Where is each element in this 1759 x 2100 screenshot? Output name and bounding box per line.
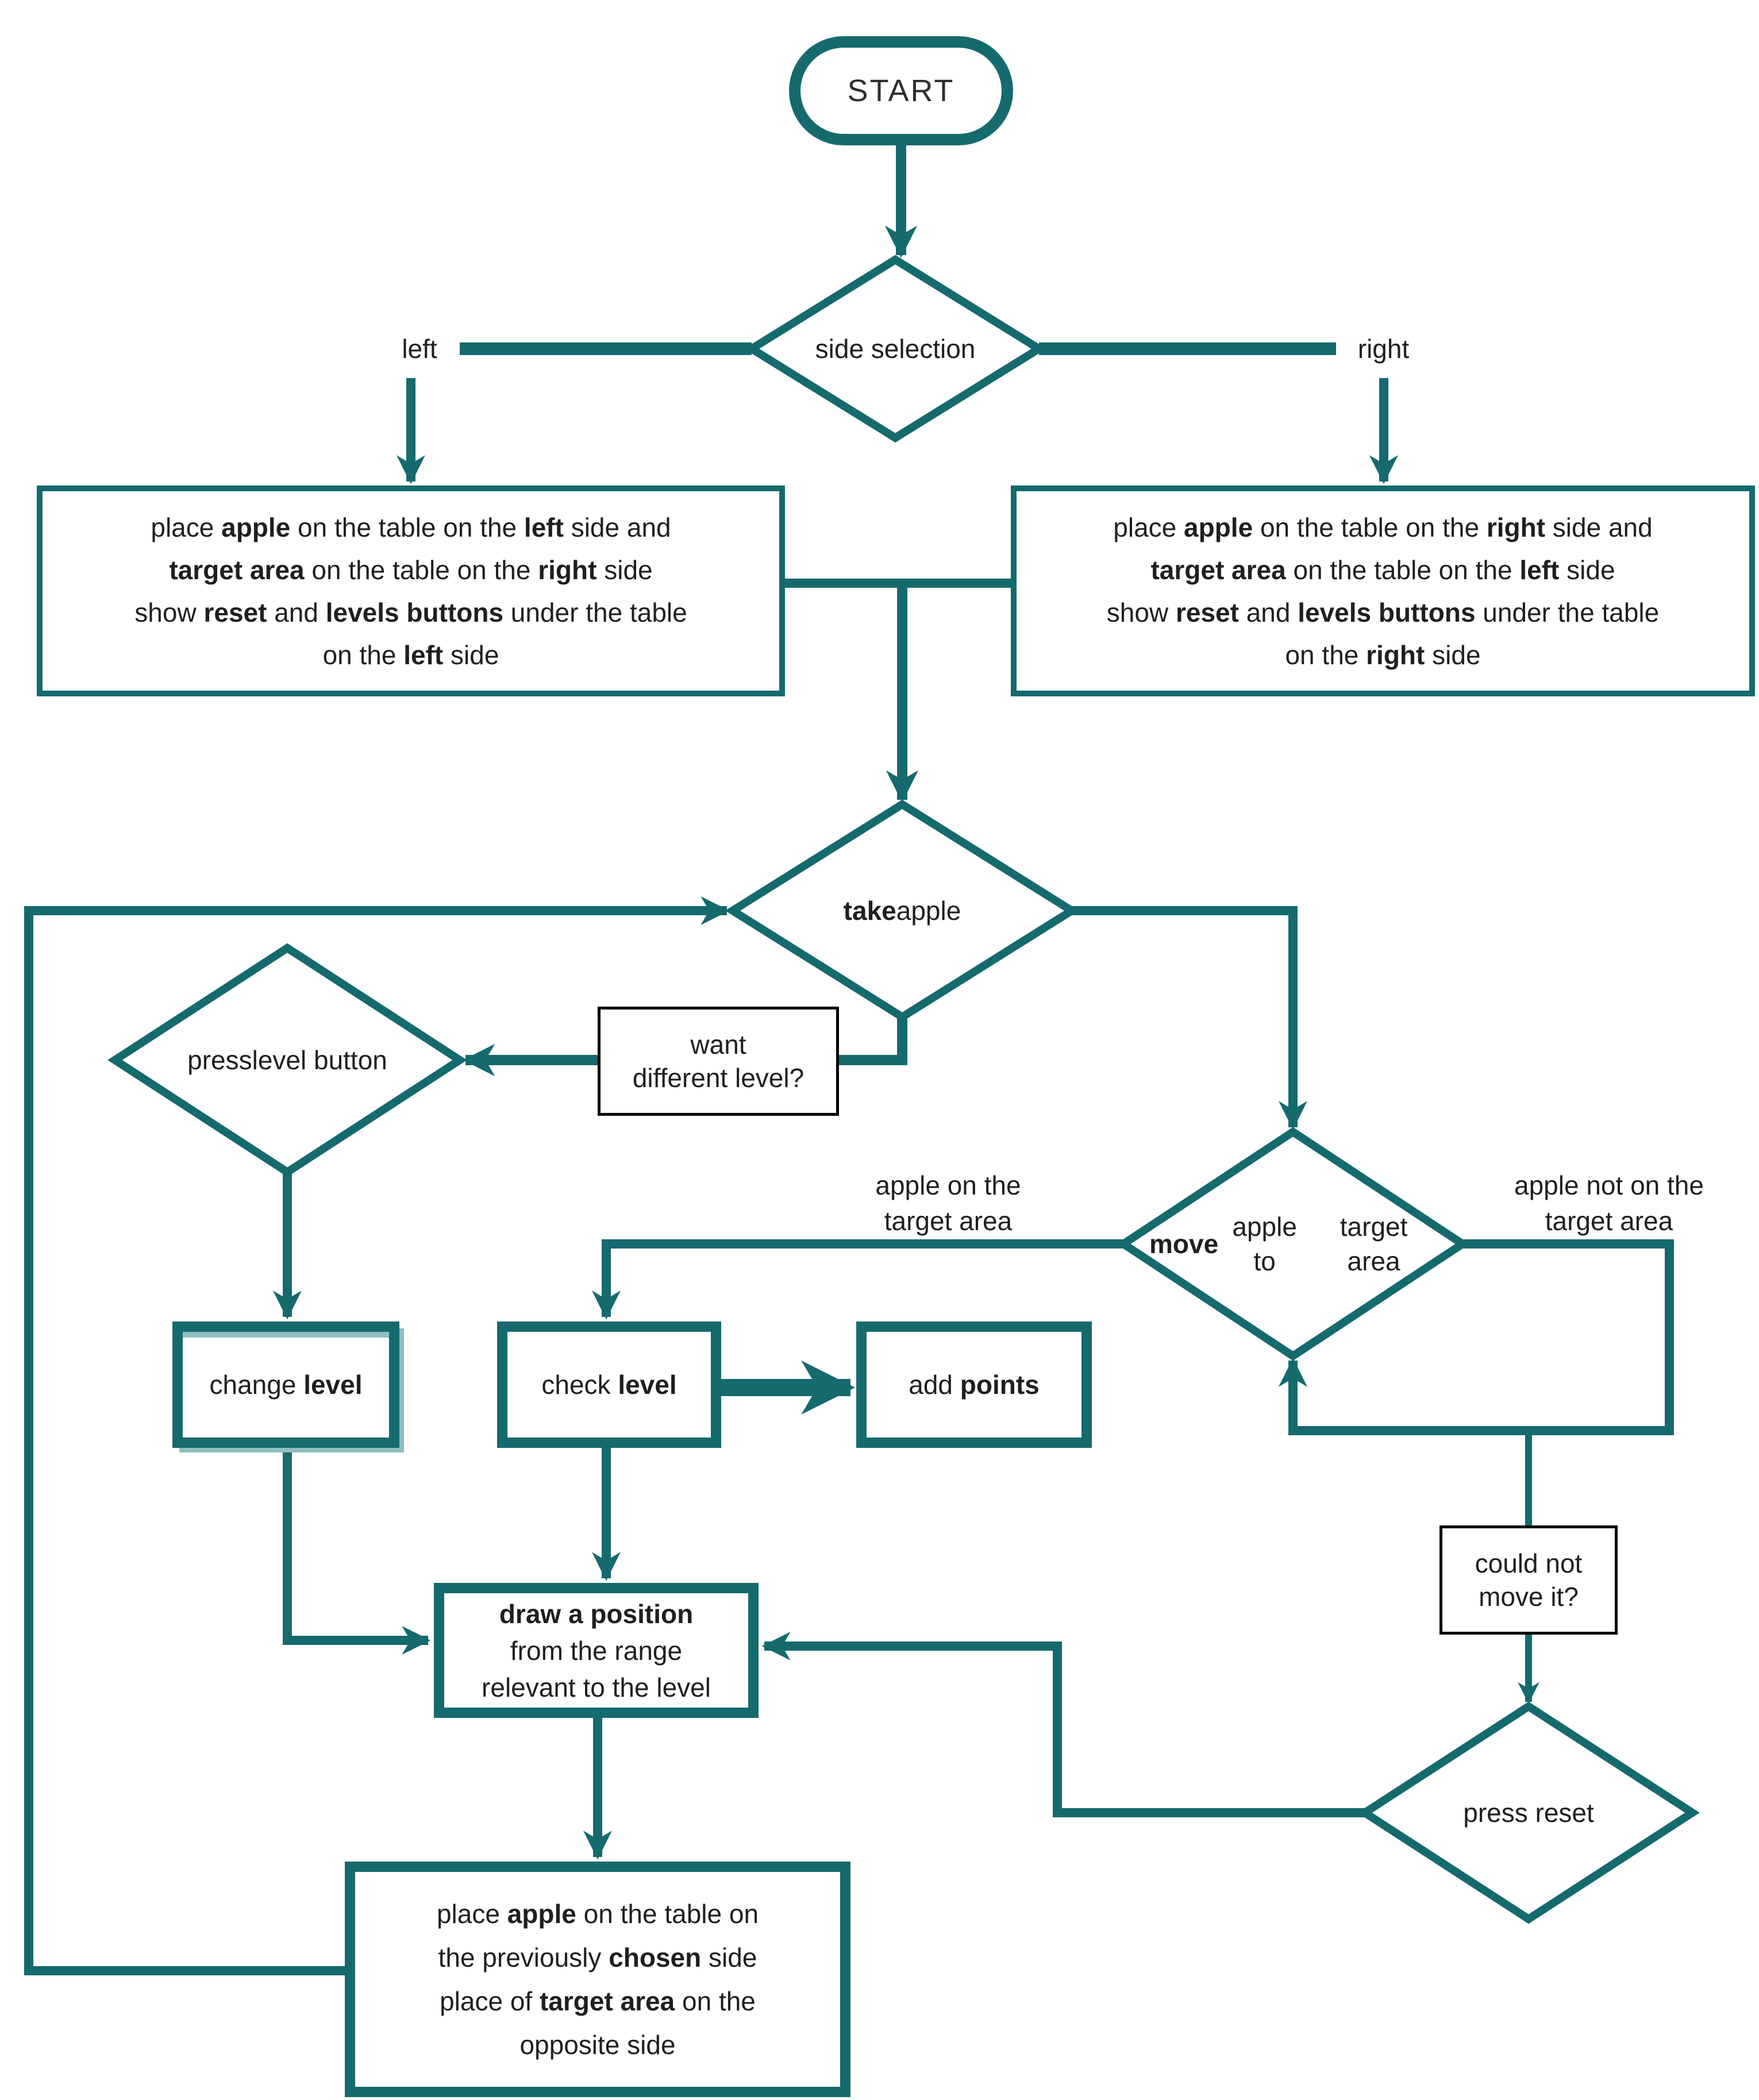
check-level-box: check level xyxy=(497,1321,721,1448)
right-branch-label: right xyxy=(1357,334,1410,364)
place-apple-right-text: place apple on the table on the right si… xyxy=(1106,512,1660,670)
edge-take-apple-to-move-apple xyxy=(1072,906,1308,1130)
take-apple-label: take apple xyxy=(843,896,961,926)
edge-move-apple-retry-loop xyxy=(1278,1239,1674,1435)
place-apple-left-text: place apple on the table on the left sid… xyxy=(134,512,687,670)
press-level-button-diamond xyxy=(107,943,467,1177)
place-apple-left-box: place apple on the table on the left sid… xyxy=(37,485,785,696)
take-apple-diamond xyxy=(725,799,1080,1022)
edge-move-apple-to-check-level xyxy=(591,1239,1123,1320)
left-branch-label: left xyxy=(402,334,437,364)
start-label: START xyxy=(847,74,955,108)
add-points-text: add points xyxy=(909,1370,1040,1400)
add-points-box: add points xyxy=(856,1321,1092,1448)
side-selection-diamond xyxy=(744,255,1047,443)
change-level-box: change level xyxy=(172,1321,399,1448)
move-apple-diamond xyxy=(1116,1127,1470,1361)
place-apple-right-box: place apple on the table on the right si… xyxy=(1011,485,1755,696)
edge-change-level-to-draw-position xyxy=(283,1448,431,1655)
edge-press-reset-to-draw-position xyxy=(761,1631,1365,1817)
edge-final-place-loop-to-take-apple xyxy=(24,896,730,1975)
change-level-text: change level xyxy=(209,1370,363,1400)
check-level-text: check level xyxy=(541,1370,677,1400)
press-reset-label: press reset xyxy=(1463,1798,1594,1828)
press-reset-diamond xyxy=(1357,1701,1700,1924)
start-node: START xyxy=(789,36,1013,145)
side-selection-label: side selection xyxy=(815,334,976,364)
